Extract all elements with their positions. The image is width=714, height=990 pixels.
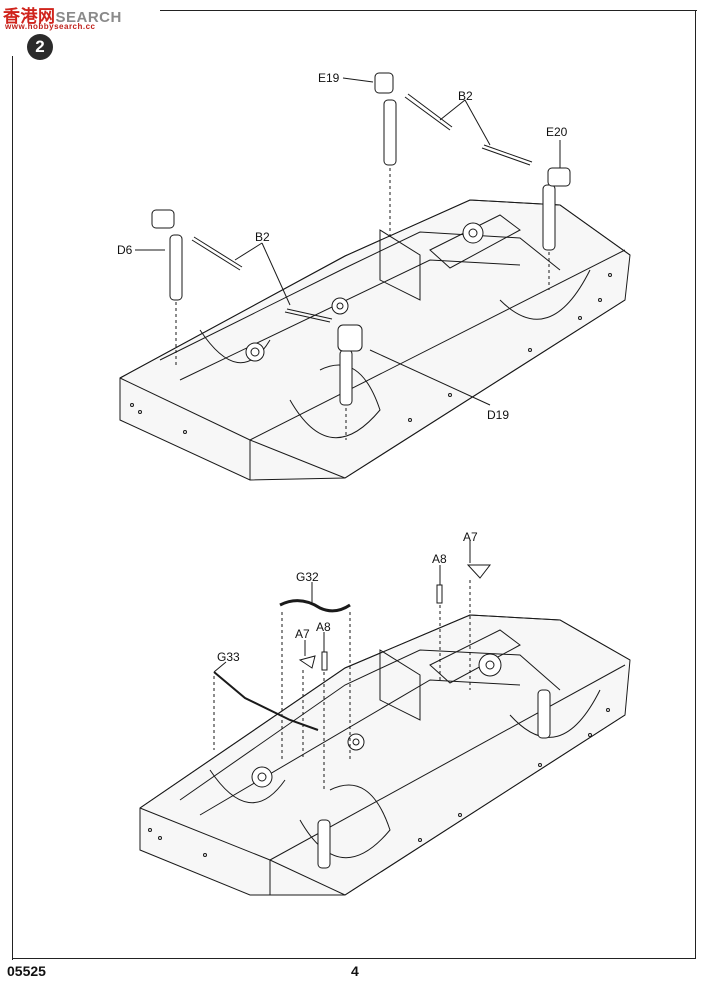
part-label-d19: D19 [487,408,510,422]
part-label-a7-right: A7 [463,530,478,544]
step-number-badge: 2 [27,34,53,60]
page-border-top [160,10,697,11]
part-label-b2-left: B2 [255,230,270,244]
part-label-b2-right: B2 [458,89,473,103]
part-label-e20: E20 [546,125,568,139]
page-border [12,10,696,959]
part-label-g32: G32 [296,570,319,584]
part-label-e19: E19 [318,71,340,85]
top-hull [119,199,631,481]
part-label-a8-right: A8 [432,552,447,566]
watermark-brand: SEARCH [55,9,122,26]
part-label-a8-left: A8 [316,620,331,634]
watermark-chinese: 香港网 [3,7,56,26]
page-border-left [12,56,13,960]
part-label-d6: D6 [117,243,133,257]
kit-code: 05525 [7,963,46,979]
watermark-url: www.hobbysearch.cc [5,22,96,31]
top-parts [135,72,571,440]
bottom-parts [213,540,551,869]
bottom-hull [139,614,631,896]
page-number: 4 [351,963,359,979]
part-label-a7-left: A7 [295,627,310,641]
watermark-logo: 香港网SEARCH www.hobbysearch.cc [3,2,122,31]
part-label-g33: G33 [217,650,240,664]
